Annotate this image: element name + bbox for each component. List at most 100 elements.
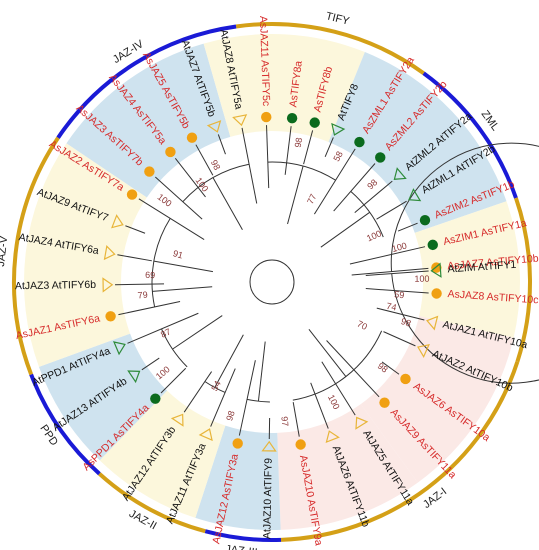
branch: [310, 382, 329, 429]
branch: [266, 125, 270, 189]
leaf-marker-triangle: [103, 245, 116, 261]
bootstrap-value: 100: [156, 192, 174, 209]
branch: [383, 331, 416, 347]
bootstrap-value: 91: [172, 248, 184, 260]
clade-shade-5: [277, 404, 418, 530]
leaf-marker-triangle: [355, 416, 369, 430]
group-arc-tify: [235, 22, 425, 75]
bootstrap-value: 98: [293, 137, 305, 149]
leaf-marker-triangle: [170, 413, 184, 427]
clade-shading: [24, 34, 520, 530]
branch: [397, 222, 418, 232]
bootstrap-value: 54: [209, 379, 223, 393]
leaf-marker-circle: [261, 111, 272, 123]
branch: [292, 402, 300, 437]
bootstrap-value: 98: [209, 158, 222, 171]
leaf-marker-circle: [150, 393, 161, 404]
branch: [303, 130, 314, 165]
branch: [125, 225, 146, 234]
leaf-label: AsJAZ11 AsTIFY5c: [257, 16, 272, 107]
branch: [381, 361, 400, 375]
clade-arc: [246, 398, 270, 403]
leaf-label: AsTIFY8a: [287, 60, 305, 108]
clade-stem: [257, 341, 266, 402]
leaf-marker-circle: [165, 146, 176, 158]
bootstrap-value: 58: [331, 150, 345, 164]
clade-arc: [204, 381, 226, 393]
branch: [160, 367, 187, 394]
leaf-marker-triangle: [232, 114, 248, 127]
group-ring: [12, 22, 532, 542]
group-arc-jaz-i: [280, 361, 520, 542]
branch: [241, 127, 258, 204]
group-arc-zml: [422, 71, 518, 199]
branch: [354, 180, 393, 213]
branch: [195, 144, 214, 176]
leaf-marker-circle: [431, 288, 442, 299]
leaf-marker-triangle: [112, 341, 126, 356]
clade-shade-6: [195, 425, 281, 530]
leaf-marker-circle: [379, 397, 390, 408]
branch: [376, 307, 425, 321]
leaf-marker-triangle: [325, 430, 340, 443]
bootstrap-value: 98: [224, 409, 236, 422]
clade-stem: [153, 260, 213, 273]
branch: [154, 176, 203, 220]
bootstrap-value: 77: [305, 192, 318, 205]
leaf-marker-circle: [144, 166, 155, 177]
leaf-label: AtJAZ3 AtTIFY6b: [15, 279, 96, 292]
clade-stem: [152, 286, 213, 292]
bootstrap-value: 97: [279, 416, 290, 427]
branch: [326, 340, 380, 398]
leaf-marker-triangle: [393, 167, 407, 180]
branch: [324, 137, 334, 158]
leaf-marker-triangle: [198, 428, 213, 442]
group-label: JAZ-V: [0, 235, 10, 267]
bootstrap-value: 100: [414, 274, 429, 284]
clade-stem: [212, 177, 243, 231]
bootstrap-value: 100: [194, 176, 211, 194]
bootstrap-value: 87: [159, 326, 172, 339]
leaf-marker-triangle: [111, 214, 124, 229]
bootstrap-value: 79: [137, 289, 148, 300]
branch: [365, 270, 429, 276]
branch: [183, 371, 213, 413]
leaf-marker-circle: [419, 214, 431, 226]
clade-shade-3: [414, 201, 520, 338]
branch: [217, 134, 226, 155]
group-label: JAZ-III: [225, 543, 259, 550]
branch: [117, 254, 152, 262]
clade-shade-0: [66, 43, 231, 198]
clade-arc: [161, 328, 188, 368]
clade-shade-4: [360, 315, 514, 483]
leaf-marker-circle: [295, 439, 306, 450]
branch: [174, 157, 206, 198]
bootstrap-value: 98: [400, 316, 413, 328]
bootstrap-value: 100: [391, 240, 408, 254]
group-arc-jaz-v: [12, 136, 60, 376]
leaf-marker-triangle: [102, 277, 114, 293]
branch: [321, 361, 356, 416]
branch: [127, 312, 199, 344]
branch: [138, 198, 205, 241]
leaf-marker-circle: [375, 152, 386, 163]
leaf-markers: [102, 111, 442, 452]
clade-stem: [287, 165, 304, 225]
branch: [284, 126, 292, 175]
branch: [141, 357, 160, 371]
leaf-marker-triangle: [331, 122, 346, 136]
leaf-marker-circle: [105, 311, 116, 322]
group-label: ZIM: [537, 270, 539, 289]
branch: [333, 163, 376, 212]
leaf-marker-circle: [427, 239, 438, 251]
bootstrap-value: 100: [154, 364, 172, 381]
clade-shade-7: [99, 390, 226, 518]
leaf-marker-circle: [309, 117, 320, 128]
leaf-marker-triangle: [206, 120, 222, 133]
leaf-marker-circle: [232, 438, 243, 449]
group-arc-ppd: [29, 373, 101, 476]
leaf-marker-triangle: [127, 370, 141, 384]
group-arc-jaz-iii: [204, 529, 282, 542]
leaf-label: AtZIM AtTIFY1: [447, 259, 517, 276]
